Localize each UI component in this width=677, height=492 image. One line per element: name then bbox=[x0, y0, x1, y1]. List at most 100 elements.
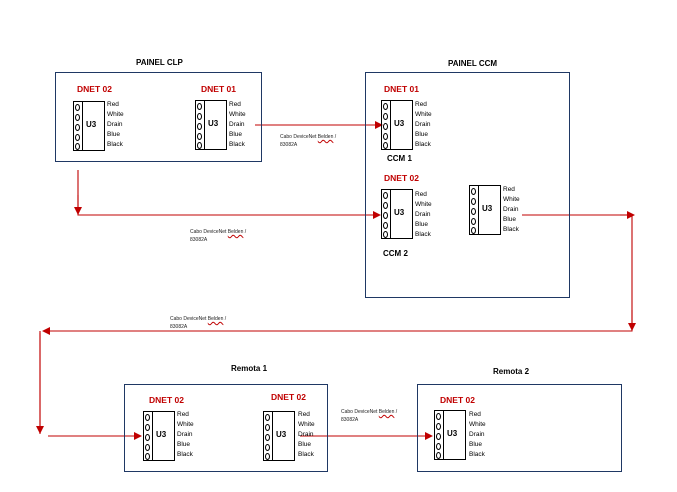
cable-sep: / bbox=[224, 316, 227, 322]
wire-black: Black bbox=[469, 451, 485, 458]
panel-ccm bbox=[365, 72, 570, 298]
remota1-dnet02-b-label: DNET 02 bbox=[271, 392, 306, 402]
wire-blue: Blue bbox=[415, 221, 429, 228]
wire-red: Red bbox=[503, 186, 515, 193]
connector-u3-label: U3 bbox=[156, 430, 167, 439]
wire-blue: Blue bbox=[107, 131, 121, 138]
link-clp-dnet02-to-ccm2 bbox=[77, 170, 381, 219]
cable-brand: Belden bbox=[317, 134, 334, 140]
clp-dnet01-wires: Red White Drain Blue Black bbox=[229, 100, 246, 150]
wire-drain: Drain bbox=[177, 431, 193, 438]
cable-label-ccm-remota1: Cabo DeviceNet Belden / 83082A bbox=[170, 315, 226, 331]
wire-drain: Drain bbox=[415, 211, 431, 218]
connector-u3-label: U3 bbox=[276, 430, 287, 439]
ccm2-label: CCM 2 bbox=[383, 249, 408, 258]
cable-prefix: Cabo DeviceNet bbox=[170, 316, 207, 322]
wire-black: Black bbox=[298, 451, 314, 458]
clp-dnet02-connector: U3 bbox=[73, 101, 105, 151]
wire-white: White bbox=[415, 111, 432, 118]
remota1-dnet02-a-connector: U3 bbox=[143, 411, 175, 461]
wire-drain: Drain bbox=[298, 431, 314, 438]
cable-sep: / bbox=[395, 409, 398, 415]
ccm2-connector: U3 bbox=[381, 189, 413, 239]
panel-clp bbox=[55, 72, 262, 162]
remota1-dnet02-b-wires: Red White Drain Blue Black bbox=[298, 410, 315, 460]
wire-black: Black bbox=[415, 141, 431, 148]
cable-label-remota1-remota2: Cabo DeviceNet Belden / 83082A bbox=[341, 408, 397, 424]
clp-dnet02-wires: Red White Drain Blue Black bbox=[107, 100, 124, 150]
connector-u3-label: U3 bbox=[394, 119, 405, 128]
wire-drain: Drain bbox=[503, 206, 519, 213]
connector-u3-label: U3 bbox=[394, 208, 405, 217]
wire-blue: Blue bbox=[469, 441, 483, 448]
wire-drain: Drain bbox=[107, 121, 123, 128]
wire-drain: Drain bbox=[469, 431, 485, 438]
ccm2-wires: Red White Drain Blue Black bbox=[415, 190, 432, 240]
wire-blue: Blue bbox=[415, 131, 429, 138]
wire-drain: Drain bbox=[415, 121, 431, 128]
ccm1-wires: Red White Drain Blue Black bbox=[415, 100, 432, 150]
connector-u3-label: U3 bbox=[482, 204, 493, 213]
wire-red: Red bbox=[298, 411, 310, 418]
remota2-wires: Red White Drain Blue Black bbox=[469, 410, 486, 460]
connector-u3-label: U3 bbox=[86, 120, 97, 129]
ccm-out-wires: Red White Drain Blue Black bbox=[503, 185, 520, 235]
remota1-title: Remota 1 bbox=[231, 364, 268, 373]
cable-model: 83082A bbox=[280, 142, 298, 148]
panel-remota1 bbox=[124, 384, 328, 472]
wire-white: White bbox=[415, 201, 432, 208]
wire-white: White bbox=[503, 196, 520, 203]
panel-ccm-title: PAINEL CCM bbox=[448, 59, 498, 68]
wire-drain: Drain bbox=[229, 121, 245, 128]
wire-white: White bbox=[177, 421, 194, 428]
remota1-dnet02-a-label: DNET 02 bbox=[149, 395, 184, 405]
wire-red: Red bbox=[469, 411, 481, 418]
cable-prefix: Cabo DeviceNet bbox=[190, 229, 227, 235]
wire-blue: Blue bbox=[298, 441, 312, 448]
cable-prefix: Cabo DeviceNet bbox=[280, 134, 317, 140]
clp-dnet02-label: DNET 02 bbox=[77, 84, 112, 94]
cable-brand: Belden bbox=[378, 409, 395, 415]
wire-black: Black bbox=[107, 141, 123, 148]
panel-remota2 bbox=[417, 384, 622, 472]
wire-black: Black bbox=[503, 226, 519, 233]
ccm1-connector: U3 bbox=[381, 100, 413, 150]
remota2-title: Remota 2 bbox=[493, 367, 530, 376]
remota1-dnet02-b-connector: U3 bbox=[263, 411, 295, 461]
cable-sep: / bbox=[334, 134, 337, 140]
cable-prefix: Cabo DeviceNet bbox=[341, 409, 378, 415]
cable-sep: / bbox=[244, 229, 247, 235]
wire-blue: Blue bbox=[229, 131, 243, 138]
clp-dnet01-connector: U3 bbox=[195, 100, 227, 150]
connector-u3-label: U3 bbox=[208, 119, 219, 128]
panel-clp-title: PAINEL CLP bbox=[136, 58, 183, 67]
remota1-dnet02-a-wires: Red White Drain Blue Black bbox=[177, 410, 194, 460]
wire-black: Black bbox=[229, 141, 245, 148]
ccm-out-connector: U3 bbox=[469, 185, 501, 235]
wire-red: Red bbox=[177, 411, 189, 418]
cable-label-clp-ccm1: Cabo DeviceNet Belden / 83082A bbox=[280, 133, 336, 149]
ccm-dnet01-label: DNET 01 bbox=[384, 84, 419, 94]
clp-dnet01-label: DNET 01 bbox=[201, 84, 236, 94]
wire-white: White bbox=[229, 111, 246, 118]
remota2-dnet02-label: DNET 02 bbox=[440, 395, 475, 405]
wire-blue: Blue bbox=[177, 441, 191, 448]
wire-blue: Blue bbox=[503, 216, 517, 223]
cable-model: 83082A bbox=[170, 324, 188, 330]
wire-black: Black bbox=[177, 451, 193, 458]
wire-red: Red bbox=[107, 101, 119, 108]
cable-model: 83082A bbox=[341, 417, 359, 423]
ccm1-label: CCM 1 bbox=[387, 154, 412, 163]
cable-brand: Belden bbox=[227, 229, 244, 235]
wire-red: Red bbox=[415, 191, 427, 198]
ccm-dnet02-label: DNET 02 bbox=[384, 173, 419, 183]
cable-model: 83082A bbox=[190, 237, 208, 243]
wire-red: Red bbox=[229, 101, 241, 108]
connector-u3-label: U3 bbox=[447, 429, 458, 438]
wire-white: White bbox=[469, 421, 486, 428]
wire-white: White bbox=[107, 111, 124, 118]
wire-red: Red bbox=[415, 101, 427, 108]
cable-label-clp-ccm2: Cabo DeviceNet Belden / 83082A bbox=[190, 228, 246, 244]
wire-white: White bbox=[298, 421, 315, 428]
